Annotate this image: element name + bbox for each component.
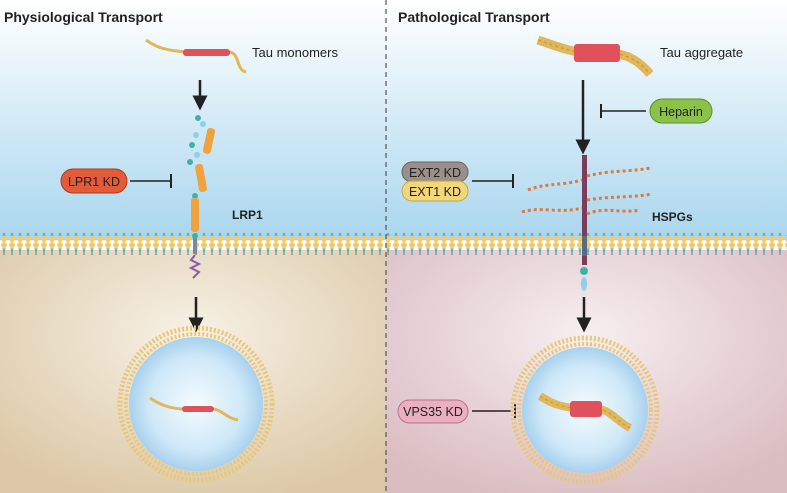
hspg-proteoglycan	[521, 155, 653, 291]
right-panel-title: Pathological Transport	[398, 9, 550, 25]
heparin-label: Heparin	[659, 105, 703, 119]
ext1-kd-label: EXT1 KD	[409, 185, 461, 199]
vps35-kd-label: VPS35 KD	[403, 405, 463, 419]
ext2-kd-label: EXT2 KD	[409, 166, 461, 180]
left-endosome	[117, 325, 275, 483]
left-panel-title: Physiological Transport	[4, 9, 163, 25]
lrp1-receptor	[187, 115, 216, 279]
heparin-pill	[649, 98, 713, 124]
tau-aggregate-label: Tau aggregate	[660, 45, 743, 60]
vps35-kd-pill	[397, 399, 469, 424]
cell-membrane	[0, 233, 787, 255]
tau-aggregate	[536, 35, 654, 77]
lpr1-kd-pill	[60, 168, 128, 194]
tau-monomers-label: Tau monomers	[252, 45, 338, 60]
ext1-kd-pill	[401, 180, 469, 202]
tau-monomer	[145, 38, 247, 74]
hspgs-label: HSPGs	[652, 210, 693, 224]
lrp1-label: LRP1	[232, 208, 263, 222]
lpr1-kd-label: LPR1 KD	[68, 175, 120, 189]
right-endosome	[510, 335, 660, 485]
